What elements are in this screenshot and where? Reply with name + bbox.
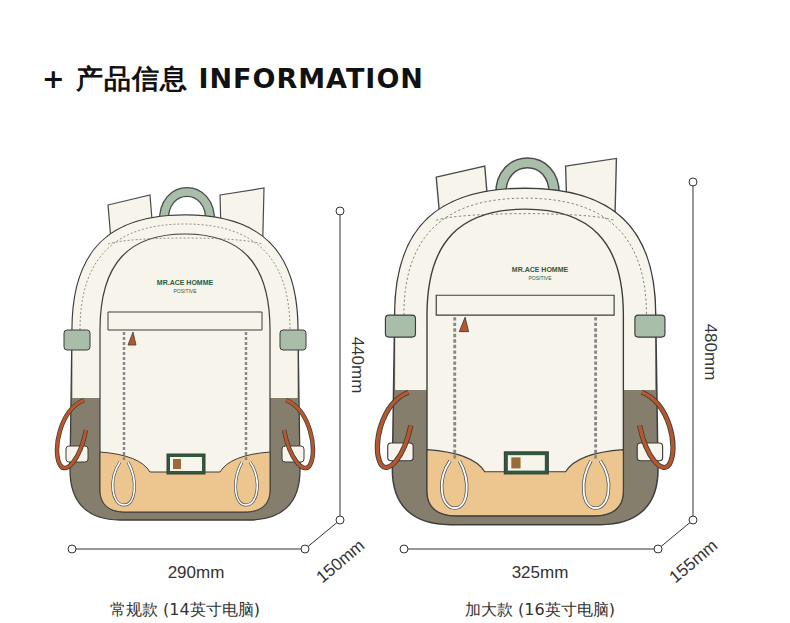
height-dimension: 440mm (348, 337, 367, 394)
depth-dimension: 150mm (313, 537, 368, 588)
dimension-line (404, 549, 658, 550)
backpack-regular (57, 188, 313, 520)
brand-name: MR.ACE HOMME (157, 279, 213, 287)
dimension-end (400, 545, 408, 553)
backpack-large (377, 158, 673, 524)
dimension-end (654, 545, 662, 553)
dimension-line (340, 211, 341, 519)
height-dimension: 480mm (701, 324, 720, 381)
dimension-end (336, 516, 344, 524)
dimension-line (658, 520, 693, 549)
dimension-end (336, 207, 344, 215)
dimension-line (72, 549, 304, 550)
brand-tagline: POSITIVE (173, 289, 196, 295)
page-title: + 产品信息 INFORMATION (42, 64, 424, 94)
size-caption: 常规款 (14英寸电脑) (110, 601, 260, 619)
width-dimension: 290mm (168, 564, 225, 583)
depth-dimension: 155mm (666, 537, 721, 588)
dimension-lines (68, 178, 697, 553)
dimension-end (68, 545, 76, 553)
brand-tagline: POSITIVE (528, 276, 551, 282)
brand-name: MR.ACE HOMME (512, 266, 568, 274)
dimension-end (689, 516, 697, 524)
dimension-line (305, 520, 340, 549)
size-caption: 加大款 (16英寸电脑) (465, 601, 615, 619)
width-dimension: 325mm (512, 564, 569, 583)
dimension-line (693, 182, 694, 520)
dimension-end (301, 545, 309, 553)
dimension-end (689, 178, 697, 186)
